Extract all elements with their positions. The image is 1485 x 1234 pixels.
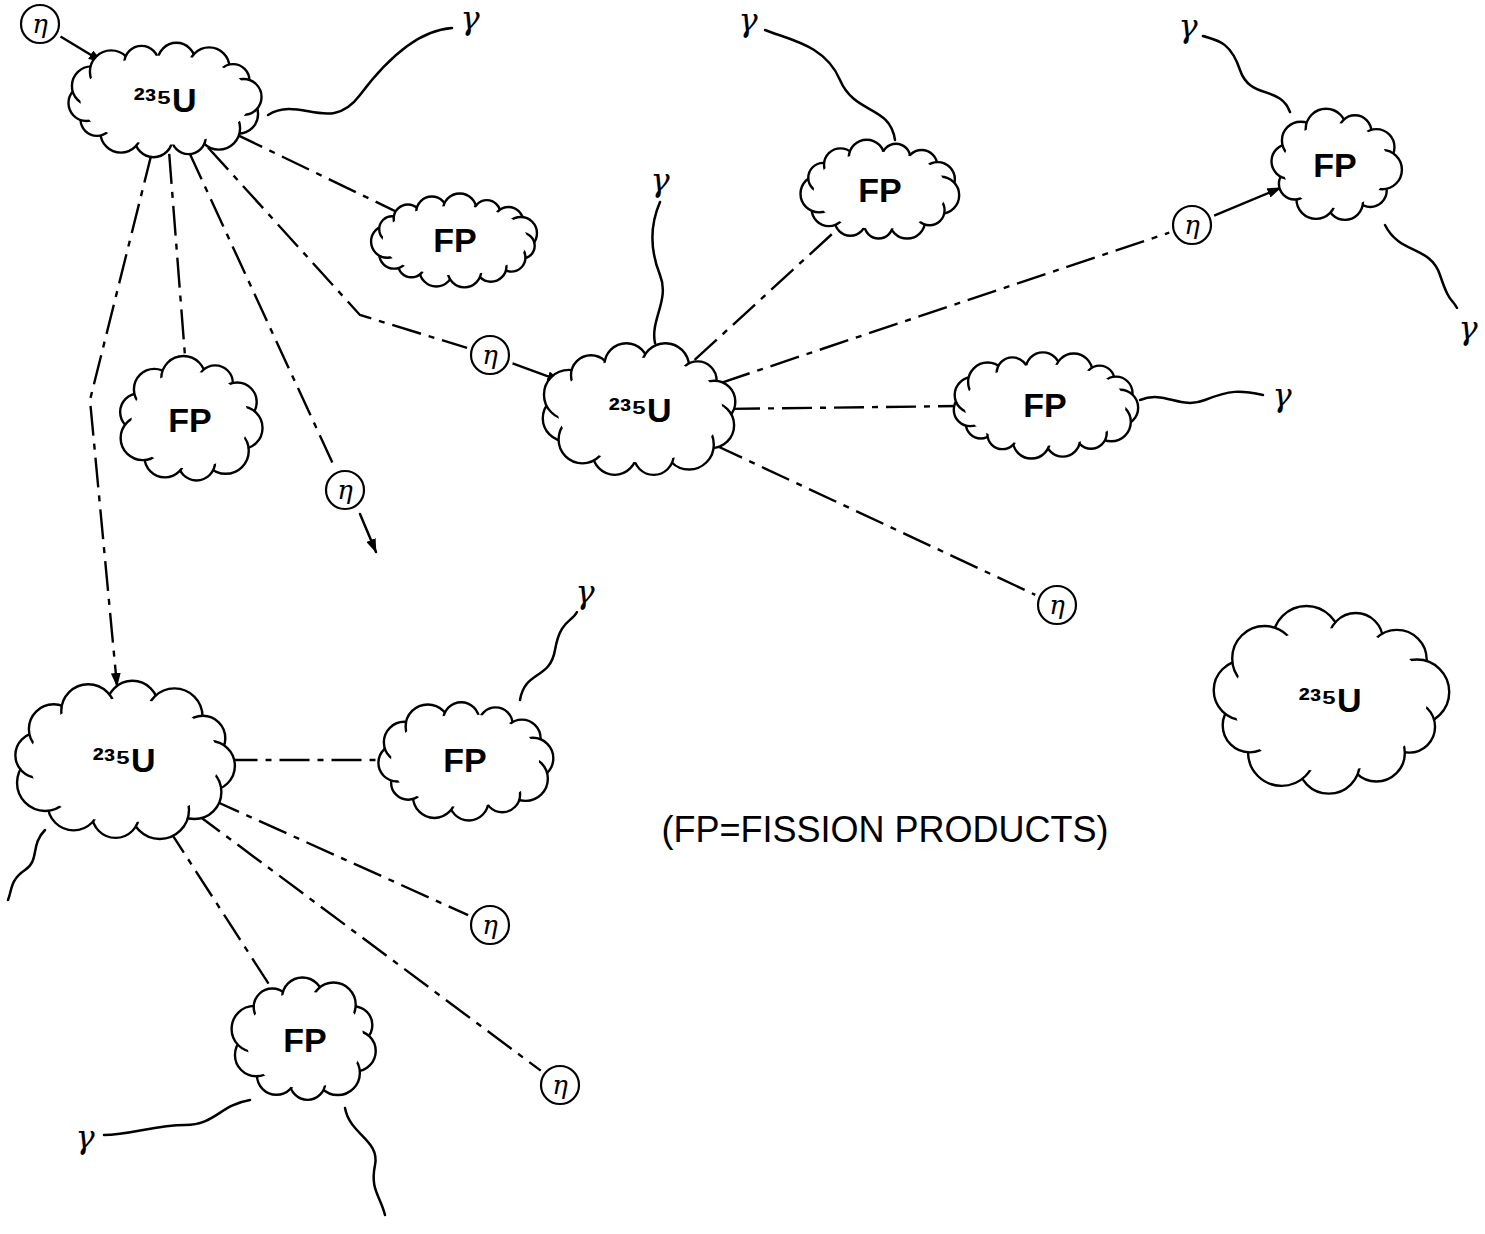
neutron-arrow — [360, 514, 376, 552]
neutron-symbol: η — [482, 910, 498, 940]
neutron-symbol: η — [337, 475, 353, 505]
nucleus-label: ²³⁵U — [92, 741, 155, 780]
nucleus-label: ²³⁵U — [133, 81, 196, 120]
nucleus-cloud: FP — [115, 355, 265, 485]
particle-track — [169, 154, 185, 362]
particle-track — [228, 759, 385, 761]
gamma-label: γ — [648, 161, 671, 199]
neutron-symbol: η — [32, 9, 48, 39]
gamma-label: γ — [458, 0, 481, 37]
neutron-circle: η — [323, 468, 367, 512]
particle-track — [235, 134, 397, 212]
gamma-wave — [1385, 225, 1457, 308]
nucleus-cloud: ²³⁵U — [1210, 605, 1450, 795]
neutron-circle: η — [538, 1063, 582, 1107]
nucleus-label: FP — [443, 741, 486, 780]
neutron-circle: η — [1170, 203, 1214, 247]
neutron-circle: η — [18, 2, 62, 46]
particle-track — [715, 445, 1035, 595]
nucleus-label: FP — [1313, 146, 1356, 185]
gamma-wave — [1203, 36, 1290, 112]
gamma-label: γ — [736, 1, 759, 39]
neutron-symbol: η — [1184, 210, 1200, 240]
gamma-wave — [268, 28, 452, 115]
nucleus-label: FP — [1023, 386, 1066, 425]
nucleus-label: FP — [858, 171, 901, 210]
legend-note: (FP=FISSION PRODUCTS) — [659, 809, 1110, 851]
nucleus-cloud: FP — [1268, 108, 1403, 223]
nucleus-cloud: ²³⁵U — [9, 678, 239, 843]
gamma-label: γ — [1176, 7, 1199, 45]
nucleus-label: FP — [283, 1021, 326, 1060]
nucleus-label: ²³⁵U — [1298, 681, 1361, 720]
gamma-wave — [520, 612, 577, 700]
particle-track — [721, 233, 1169, 383]
gamma-wave — [345, 1108, 385, 1215]
nucleus-cloud: ²³⁵U — [540, 340, 740, 480]
neutron-symbol: η — [482, 340, 498, 370]
neutron-circle: η — [468, 333, 512, 377]
nucleus-cloud: FP — [230, 975, 380, 1105]
gamma-label: γ — [573, 573, 596, 611]
gamma-wave — [765, 30, 895, 140]
gamma-wave — [1140, 392, 1263, 403]
gamma-label: γ — [1270, 376, 1293, 414]
nucleus-cloud: FP — [375, 698, 555, 823]
nucleus-cloud: FP — [370, 193, 540, 288]
neutron-symbol: η — [1049, 590, 1065, 620]
nucleus-label: FP — [168, 401, 211, 440]
neutron-circle: η — [1035, 583, 1079, 627]
gamma-label: γ — [1456, 309, 1479, 347]
particle-track — [695, 228, 838, 360]
nucleus-label: ²³⁵U — [608, 391, 671, 430]
gamma-wave — [653, 202, 663, 343]
neutron-arrow — [1214, 188, 1280, 216]
gamma-wave — [104, 1100, 250, 1135]
gamma-wave — [8, 830, 45, 900]
gamma-label: γ — [73, 1118, 96, 1156]
neutron-circle: η — [468, 903, 512, 947]
nucleus-cloud: FP — [950, 350, 1140, 460]
particle-track — [730, 406, 960, 409]
nucleus-label: FP — [433, 221, 476, 260]
nucleus-cloud: ²³⁵U — [65, 40, 265, 160]
neutron-symbol: η — [552, 1070, 568, 1100]
nucleus-cloud: FP — [800, 138, 960, 243]
particle-track — [168, 827, 272, 989]
